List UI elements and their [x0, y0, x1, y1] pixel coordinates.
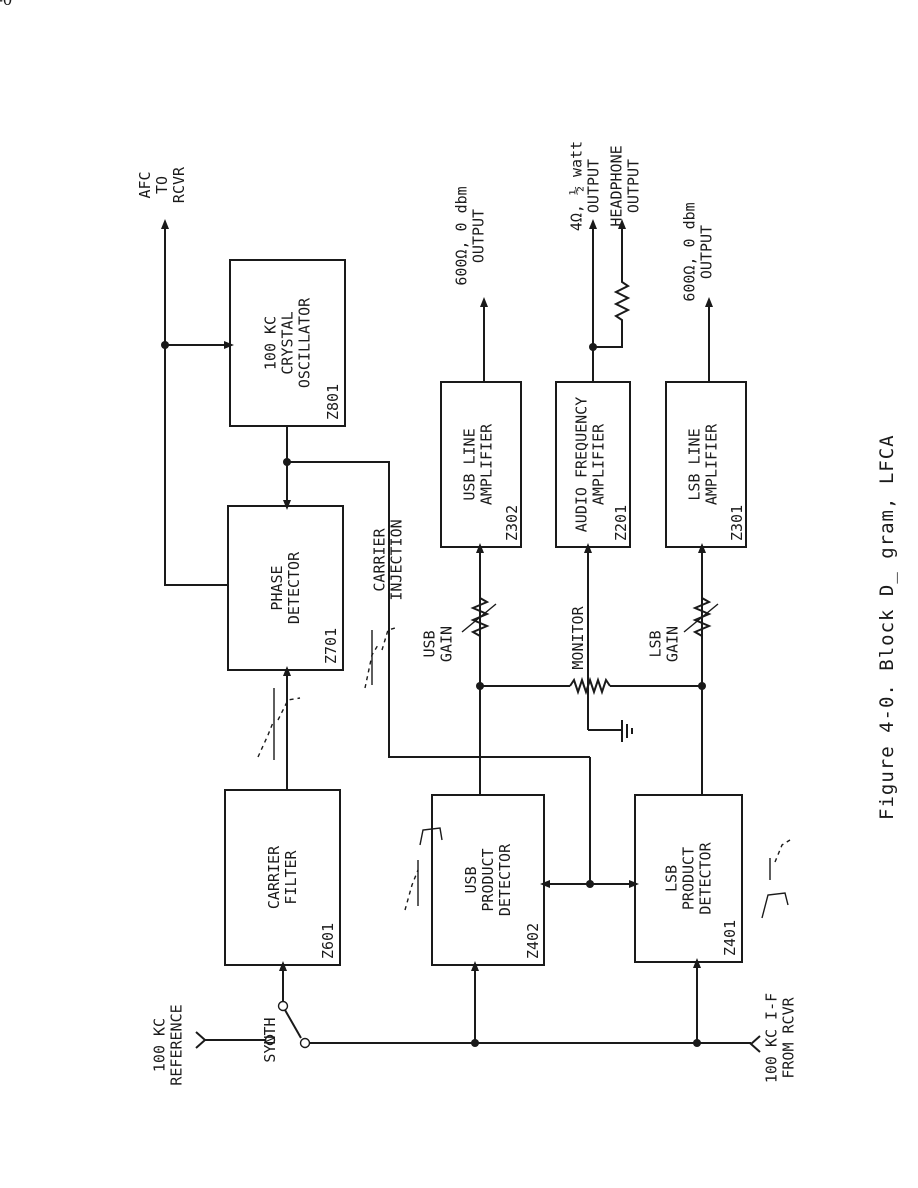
usb-line-amplifier-id: Z302: [503, 505, 521, 541]
crystal-oscillator-name: 100 KCCRYSTALOSCILLATOR: [262, 297, 314, 388]
phase-detector-id: Z701: [322, 628, 340, 664]
usb-product-detector-id: Z402: [524, 923, 542, 959]
carrier-filter-name: CARRIERFILTER: [265, 845, 300, 909]
reference-input-label: 100 KCREFERENCE: [151, 1004, 186, 1085]
if-input-label: 100 KC I-FFROM RCVR: [763, 993, 798, 1083]
switch-pivot: [277, 1000, 289, 1012]
usb-line-amplifier-name: USB LINEAMPLIFIER: [461, 423, 496, 505]
crystal-oscillator-block: 100 KCCRYSTALOSCILLATOR Z801: [229, 259, 346, 427]
afc-output-label: AFCTORCVR: [136, 166, 188, 203]
monitor-potentiometer: [569, 676, 611, 696]
lsb-product-detector-block: LSBPRODUCTDETECTOR Z401: [634, 794, 743, 963]
lsb-line-amplifier-block: LSB LINEAMPLIFIER Z301: [665, 381, 747, 548]
lsb-line-amplifier-id: Z301: [728, 505, 746, 541]
figure-caption: Figure 4-0. Block D_ gram, LFCA: [876, 434, 898, 820]
phase-detector-block: PHASEDETECTOR Z701: [227, 505, 344, 671]
crystal-oscillator-id: Z801: [324, 384, 342, 420]
audio-frequency-amplifier-name: AUDIO FREQUENCYAMPLIFIER: [573, 397, 608, 532]
lsb-output-label: 600Ω, 0 dbmOUTPUT: [681, 202, 716, 301]
lsb-line-amplifier-name: LSB LINEAMPLIFIER: [686, 423, 721, 505]
audio-frequency-amplifier-id: Z201: [612, 505, 630, 541]
lsb-gain-label: LSBGAIN: [647, 626, 682, 662]
carrier-filter-id: Z601: [319, 923, 337, 959]
page-number: 4-0: [0, 0, 12, 9]
usb-gain-label: USBGAIN: [421, 626, 456, 662]
synth-label: SYNTH: [261, 1017, 279, 1062]
ground-symbol: [621, 720, 633, 742]
carrier-filter-block: CARRIERFILTER Z601: [224, 789, 341, 966]
carrier-loop-wiring: [161, 219, 639, 888]
audio-frequency-amplifier-block: AUDIO FREQUENCYAMPLIFIER Z201: [555, 381, 631, 548]
switch-contact-if: [299, 1037, 311, 1049]
speaker-output-label: 4Ω, ½ wattOUTPUT: [568, 141, 603, 231]
switch-contact-synth: [264, 1034, 276, 1046]
audio-wiring: [461, 219, 719, 795]
headphone-output-label: HEADPHONEOUTPUT: [608, 145, 643, 226]
usb-product-detector-name: USBPRODUCTDETECTOR: [462, 843, 514, 916]
spectrum-sketches: [257, 627, 791, 919]
usb-output-label: 600Ω, 0 dbmOUTPUT: [453, 186, 488, 285]
input-wiring: [195, 958, 761, 1053]
monitor-label: MONITOR: [569, 605, 587, 669]
usb-product-detector-block: USBPRODUCTDETECTOR Z402: [431, 794, 545, 966]
usb-line-amplifier-block: USB LINEAMPLIFIER Z302: [440, 381, 522, 548]
lsb-product-detector-name: LSBPRODUCTDETECTOR: [663, 841, 715, 914]
phase-detector-name: PHASEDETECTOR: [268, 551, 303, 624]
carrier-injection-label: CARRIERINJECTION: [371, 519, 406, 600]
lsb-product-detector-id: Z401: [721, 920, 739, 956]
